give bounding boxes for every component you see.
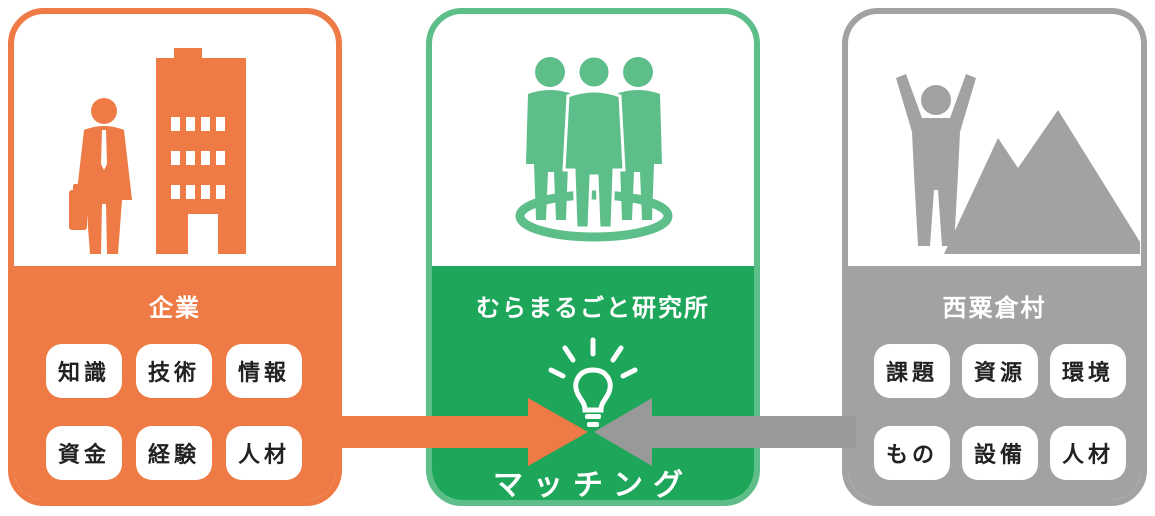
institute-title: むらまるごと研究所	[476, 294, 710, 322]
tag-experience: 経験	[136, 426, 212, 480]
village-title: 西粟倉村	[942, 294, 1047, 322]
tag-environment: 環境	[1050, 344, 1126, 398]
institute-panel: むらまるごと研究所 マッチング	[426, 8, 760, 506]
tag-information: 情報	[226, 344, 302, 398]
company-info: 企業 知識 技術 情報 資金 経験 人材	[14, 266, 336, 500]
tag-equipment: 設備	[962, 426, 1038, 480]
company-title: 企業	[149, 294, 201, 322]
tag-human-resources-village: 人材	[1050, 426, 1126, 480]
businessman-building-icon	[69, 48, 246, 254]
village-info: 西粟倉村 課題 資源 環境 もの 設備 人材	[848, 266, 1141, 500]
matching-label: マッチング	[493, 468, 693, 503]
tag-knowledge: 知識	[46, 344, 122, 398]
tag-things: もの	[874, 426, 950, 480]
person-mountain-icon	[896, 74, 1140, 254]
tag-resources: 資源	[962, 344, 1038, 398]
village-panel: 西粟倉村 課題 資源 環境 もの 設備 人材	[842, 8, 1147, 506]
tag-issues: 課題	[874, 344, 950, 398]
institute-illustration	[432, 14, 754, 266]
group-of-people-icon	[515, 54, 673, 242]
institute-info: むらまるごと研究所 マッチング	[432, 266, 754, 500]
tag-human-resources: 人材	[226, 426, 302, 480]
tag-funds: 資金	[46, 426, 122, 480]
village-illustration	[848, 14, 1141, 266]
company-illustration	[14, 14, 336, 266]
tag-technology: 技術	[136, 344, 212, 398]
lightbulb-icon	[548, 337, 638, 427]
company-panel: 企業 知識 技術 情報 資金 経験 人材	[8, 8, 342, 506]
